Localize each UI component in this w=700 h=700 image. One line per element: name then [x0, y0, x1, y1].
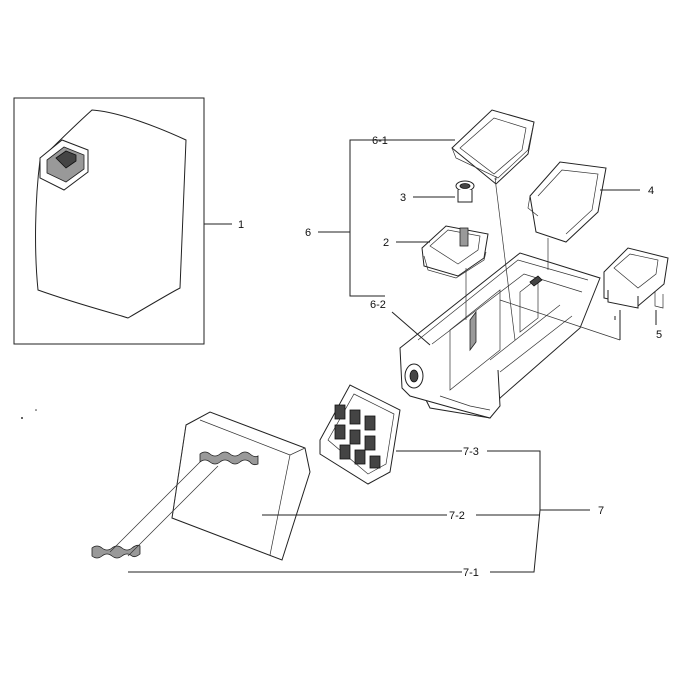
- callout-7-1: 7-1: [463, 567, 479, 579]
- part-7-3-grid-insert: [319, 384, 401, 485]
- part-2-cup: [421, 225, 489, 279]
- callout-5: 5: [656, 329, 662, 341]
- alignment-lines: [465, 177, 621, 341]
- part-7-2-front-panel: [171, 411, 311, 561]
- callout-7-3: 7-3: [463, 446, 479, 458]
- callout-7: 7: [598, 505, 604, 517]
- callout-6-1: 6-1: [372, 135, 388, 147]
- inset-assembly-view: [13, 97, 205, 345]
- callout-7-2: 7-2: [449, 510, 465, 522]
- part-6-2-housing: [399, 252, 601, 419]
- part-3-cap: [455, 180, 475, 203]
- part-4-bin: [527, 161, 607, 243]
- callout-1: 1: [238, 219, 244, 231]
- callout-3: 3: [400, 192, 406, 204]
- callout-6-2: 6-2: [370, 299, 386, 311]
- part-7-1-grip-strip: [91, 461, 219, 559]
- callout-6: 6: [305, 227, 311, 239]
- callout-2: 2: [383, 237, 389, 249]
- callout-4: 4: [648, 185, 654, 197]
- part-6-1-top-tray: [451, 109, 535, 185]
- part-5-module: [603, 247, 669, 309]
